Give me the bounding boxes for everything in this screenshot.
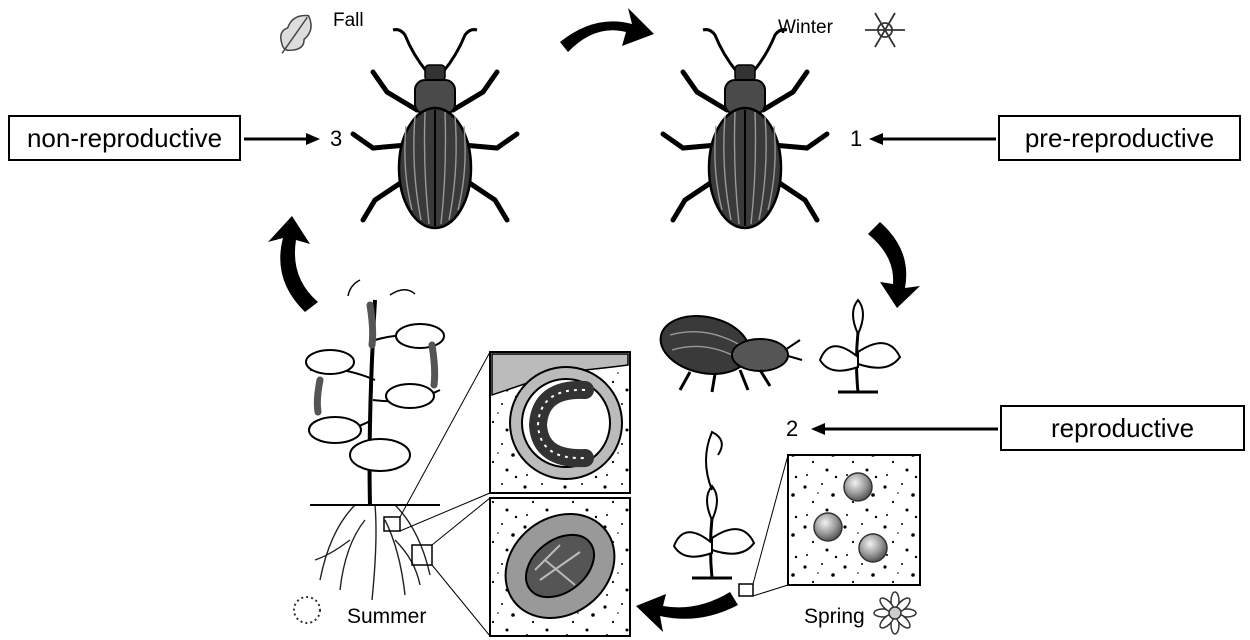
stage-box-reproductive: reproductive	[1000, 405, 1245, 451]
flower-icon	[874, 592, 916, 634]
stage-number-2: 2	[786, 416, 798, 441]
stage-label-pre-reproductive: pre-reproductive	[1025, 123, 1214, 154]
cycle-arrow-spring-to-summer	[636, 592, 738, 632]
leaf-icon	[272, 9, 318, 61]
stage-number-3: 3	[330, 126, 342, 151]
inset-callout-line	[753, 585, 788, 596]
fall-weevil-illustration	[353, 30, 517, 228]
young-seedling-illustration	[820, 300, 900, 392]
egg	[814, 513, 842, 541]
stage-number-1: 1	[850, 126, 862, 151]
snowflake-icon	[865, 13, 905, 47]
season-label-summer: Summer	[347, 605, 426, 628]
sun-icon	[294, 597, 320, 623]
cycle-arrow-fall-to-winter	[560, 8, 654, 52]
inset-callout-line	[753, 455, 788, 584]
mating-weevils-illustration	[655, 308, 802, 392]
cycle-arrow-winter-to-spring	[868, 222, 920, 308]
egg	[859, 534, 887, 562]
stage-label-non-reproductive: non-reproductive	[27, 123, 222, 154]
stage-label-reproductive: reproductive	[1051, 413, 1194, 444]
season-label-fall: Fall	[333, 10, 364, 31]
inset-callout-line	[400, 493, 490, 531]
pea-plant-illustration	[306, 280, 444, 600]
inset-callout-line	[432, 565, 490, 636]
cycle-arrow-summer-to-fall	[268, 216, 318, 312]
stage-box-non-reproductive: non-reproductive	[8, 115, 241, 161]
inset-callout-line	[400, 352, 490, 517]
stage-box-pre-reproductive: pre-reproductive	[998, 115, 1241, 161]
winter-weevil-illustration	[663, 30, 827, 228]
spring-inset-marker	[739, 584, 753, 596]
season-label-spring: Spring	[804, 605, 865, 628]
season-label-winter: Winter	[778, 17, 834, 38]
egg	[844, 473, 872, 501]
spring-plant-illustration	[674, 432, 754, 578]
